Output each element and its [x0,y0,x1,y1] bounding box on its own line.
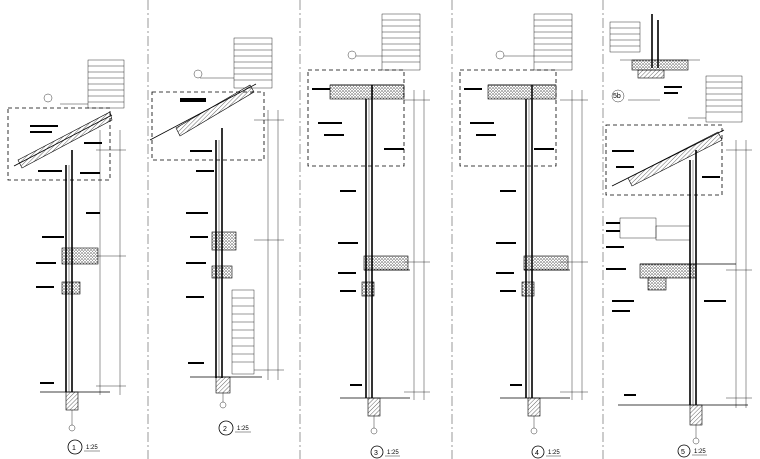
detail-tag-4-scale: 1:25 [548,450,560,456]
detail-tag-1-number: 1 [72,445,76,452]
stair-hatch [231,289,255,375]
notes-table-4 [504,13,573,71]
notes-table-1 [60,59,125,109]
sub-detail-5b: 5b [609,14,700,103]
detail-tag-3[interactable]: 3 1:25 [370,445,400,459]
detail-tag-2-number: 2 [223,426,227,433]
detail-tag-3-scale: 1:25 [387,450,399,456]
detail-tag-5-number: 5 [681,449,685,456]
sub-detail-5b-tag [611,89,625,103]
sub-detail-number: 5b [613,93,621,100]
detail-tag-2-scale: 1:25 [237,426,249,432]
detail-tag-3-circle [370,445,384,459]
detail-tag-5-scale: 1:25 [694,449,706,455]
notes-table-3 [356,13,421,71]
notes-table-5 [688,75,743,123]
detail-tag-5-circle [677,444,691,458]
detail-tag-4-number: 4 [535,450,539,457]
detail-tag-4[interactable]: 4 1:25 [531,445,561,459]
detail-tag-1-scale: 1:25 [86,445,98,451]
detail-tags: 1 1:25 2 1:25 3 1:25 4 1:25 5 1:25 [67,420,707,459]
notes-table-5b [609,21,641,53]
wall-section-detail-5: 5b [605,14,752,445]
wall-section-detail-3 [307,13,430,435]
detail-tag-4-circle [531,445,545,459]
wall-section-detail-4 [459,13,588,435]
detail-tag-1[interactable]: 1 1:25 [67,439,100,455]
notes-table-2 [200,37,273,89]
wall-section-detail-2 [149,37,284,409]
detail-tag-5[interactable]: 5 1:25 [677,444,707,458]
detail-tag-2-circle [218,420,234,436]
detail-tag-1-circle [67,439,83,455]
sheet-dividers [147,0,604,459]
detail-tag-2[interactable]: 2 1:25 [218,420,251,436]
wall-section-detail-1 [7,59,126,432]
detail-tag-3-number: 3 [374,450,378,457]
